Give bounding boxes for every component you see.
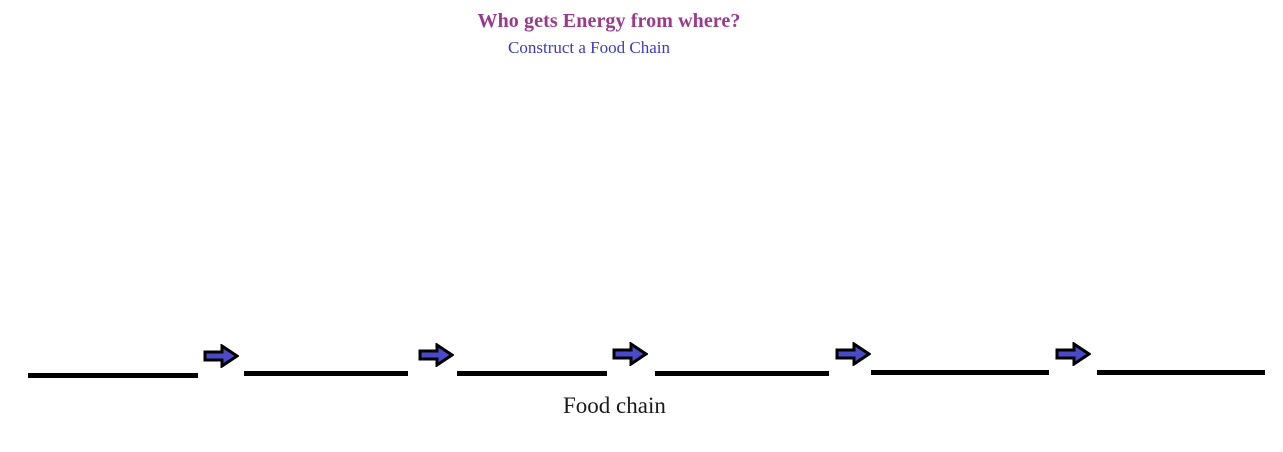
page-subtitle: Construct a Food Chain: [508, 38, 670, 57]
page-title: Who gets Energy from where?: [477, 10, 741, 32]
right-arrow-icon: [203, 344, 239, 368]
food-chain-blank-5[interactable]: [871, 370, 1049, 375]
right-arrow-icon: [1055, 342, 1091, 366]
food-chain-caption: Food chain: [563, 393, 666, 418]
food-chain-blank-1[interactable]: [28, 373, 198, 378]
right-arrow-icon: [835, 342, 871, 366]
right-arrow-icon: [612, 342, 648, 366]
food-chain-blank-6[interactable]: [1097, 370, 1265, 375]
food-chain-blank-4[interactable]: [655, 371, 829, 376]
right-arrow-icon: [418, 343, 454, 367]
food-chain-blank-2[interactable]: [244, 371, 408, 376]
food-chain-blank-3[interactable]: [457, 371, 607, 376]
